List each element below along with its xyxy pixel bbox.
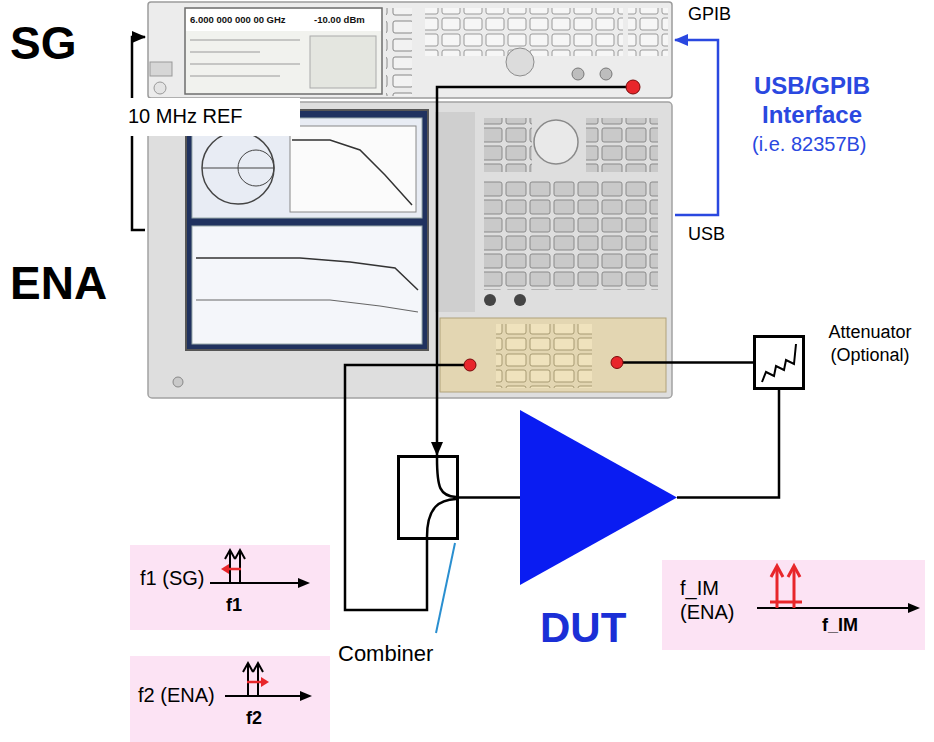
connector <box>677 390 779 498</box>
rf-cable <box>345 365 470 400</box>
connector <box>459 496 520 499</box>
part-number: (i.e. 82357B) <box>752 133 867 156</box>
inset-title: f_IM (ENA) <box>680 576 752 624</box>
screen-readout: -10.00 dBm <box>314 14 365 25</box>
component-label: DUT <box>540 605 626 651</box>
rf-cable <box>617 361 675 364</box>
connector <box>675 40 718 215</box>
combiner-box: Combiner <box>397 455 459 540</box>
instrument-label: SG <box>10 18 76 69</box>
interface-label: USB/GPIB Interface <box>722 72 902 130</box>
port-label: GPIB <box>688 4 731 25</box>
port-label: USB <box>688 224 725 245</box>
inset-title: f2 (ENA) <box>138 684 215 707</box>
amplifier-triangle: DUT <box>520 410 677 585</box>
component-label: Attenuator (Optional) <box>811 321 929 366</box>
connector <box>436 97 439 455</box>
combiner-symbol <box>400 458 456 537</box>
network-analyzer-panel <box>148 102 672 398</box>
spectrum-inset: f_IM (ENA) f_IM <box>662 560 925 650</box>
inset-title: f1 (SG) <box>140 567 204 590</box>
resistor-symbol <box>756 338 802 387</box>
leader-line <box>436 543 455 633</box>
signal-label: 10 MHz REF <box>100 98 300 136</box>
signal-generator-panel <box>148 2 672 98</box>
axis-label: f_IM <box>822 615 858 636</box>
rf-port <box>611 357 623 369</box>
axis-label: f1 <box>226 595 242 616</box>
rf-cable <box>437 87 633 97</box>
spectrum-inset: f2 (ENA) f2 <box>130 656 330 742</box>
spectrum-inset: f1 (SG) f1 <box>130 545 330 630</box>
network-analyzer: ENA <box>145 100 675 400</box>
rf-port <box>626 80 640 94</box>
amplifier-symbol <box>520 410 677 585</box>
connector <box>675 361 753 364</box>
instrument-label: ENA <box>10 258 107 309</box>
screen-readout: 6.000 000 000 00 GHz <box>190 14 286 25</box>
rf-port <box>464 359 476 371</box>
attenuator-box: Attenuator (Optional) <box>753 335 805 390</box>
axis-label: f2 <box>246 708 262 729</box>
component-label: Combiner <box>338 641 433 666</box>
